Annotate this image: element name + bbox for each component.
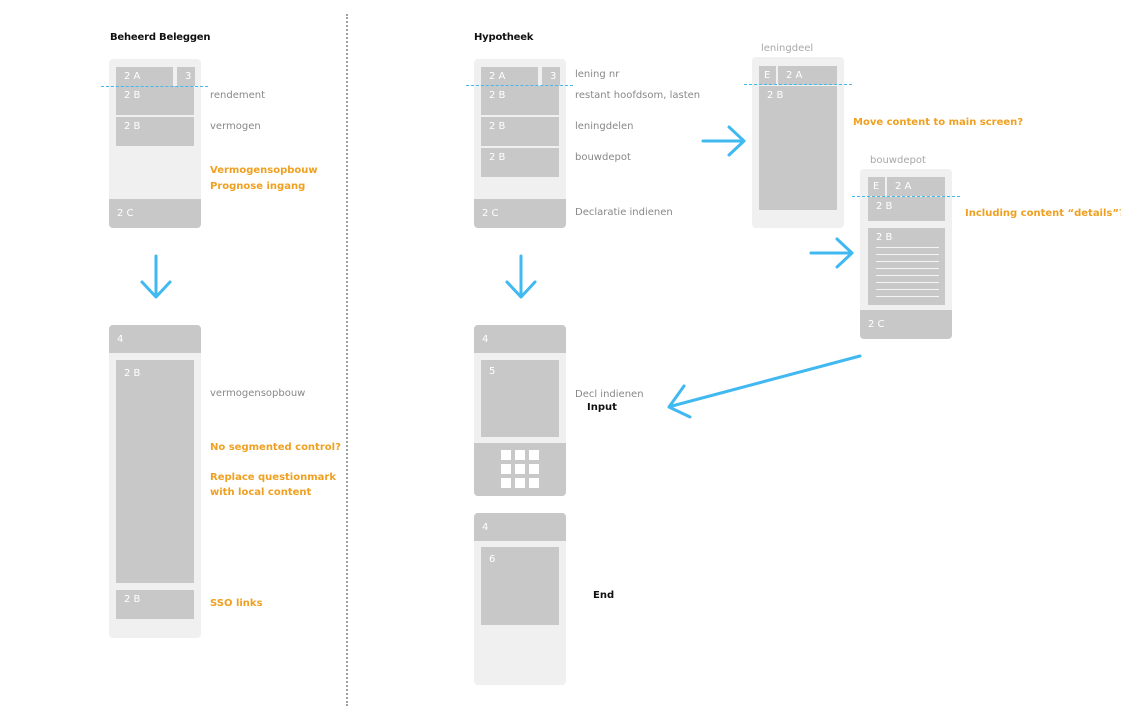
label-bouwdepot: bouwdepot [575,152,631,163]
leningdeel-title: leningdeel [761,43,814,54]
text-line [876,282,939,283]
bouwdepot-title: bouwdepot [870,155,926,166]
text-line [876,296,939,297]
keypad-key [501,478,511,488]
label-input: Input [587,402,617,413]
block-2b-content: 2 B [116,360,194,583]
keypad-key [529,464,539,474]
block-2c: 2 C [474,199,566,228]
keypad-key [529,478,539,488]
block-2a: 2 A [887,177,945,196]
leningdeel-screen: E 2 A 2 B [752,57,844,228]
scroll-fold-line [744,84,852,85]
label-leningdelen: leningdelen [575,121,634,132]
block-2b: 2 B [759,86,837,210]
block-2b-rendement: 2 B [116,86,194,115]
block-2b-details: 2 B [868,228,945,305]
keypad-key [515,478,525,488]
note-vermogensopbouw: Vermogensopbouw [210,165,318,176]
block-2b-sso: 2 B [116,590,194,619]
block-2c: 2 C [860,310,952,339]
keypad-key [529,450,539,460]
hyp-screen-decl-indienen: 4 5 [474,325,566,496]
keypad-key [515,450,525,460]
bb-screen-overview: 2 A 3 2 B 2 B 2 C [109,59,201,228]
scroll-fold-line [466,85,573,86]
block-e: E [759,66,776,85]
block-e: E [868,177,885,196]
arrow-back-icon [667,354,862,419]
block-4: 4 [474,325,566,353]
bouwdepot-screen: E 2 A 2 B 2 B 2 C [860,169,952,339]
scroll-fold-line [101,86,208,87]
arrow-down-icon [140,254,172,299]
block-3: 3 [542,67,560,86]
block-2b-vermogen: 2 B [116,117,194,146]
label-end: End [593,590,615,601]
label-vermogensopbouw: vermogensopbouw [210,388,306,399]
block-2c: 2 C [109,199,201,228]
section-title-beheerd-beleggen: Beheerd Beleggen [110,32,211,43]
text-line [876,289,939,290]
note-move-content: Move content to main screen? [853,117,1024,128]
block-4: 4 [109,325,201,353]
block-4: 4 [474,513,566,541]
block-6: 6 [481,547,559,625]
block-2b-label: 2 B [876,232,893,243]
block-2b: 2 B [868,197,945,221]
arrow-down-icon [505,254,537,299]
block-2a: 2 A [481,67,538,86]
scroll-fold-line [852,196,960,197]
text-line [876,261,939,262]
text-line [876,254,939,255]
text-line [876,268,939,269]
label-lening-nr: lening nr [575,69,620,80]
keypad-key [501,450,511,460]
hyp-screen-end: 4 6 [474,513,566,685]
note-no-segmented-control: No segmented control? [210,442,341,453]
note-replace-questionmark: Replace questionmark [210,472,336,483]
label-decl-indienen: Decl indienen [575,389,644,400]
block-2b-leningdelen: 2 B [481,117,559,146]
label-rendement: rendement [210,90,266,101]
bb-screen-vermogensopbouw: 4 2 B 2 B [109,325,201,638]
note-prognose-ingang: Prognose ingang [210,181,306,192]
note-sso-links: SSO links [210,598,263,609]
label-restant-hoofdsom: restant hoofdsom, lasten [575,90,701,101]
block-2b-bouwdepot: 2 B [481,148,559,177]
text-line [876,247,939,248]
block-2a: 2 A [116,67,173,86]
arrow-right-icon [809,237,854,269]
label-vermogen: vermogen [210,121,261,132]
keypad-key [501,464,511,474]
keypad [474,443,566,496]
label-declaratie-indienen: Declaratie indienen [575,207,673,218]
note-with-local-content: with local content [210,487,312,498]
note-including-details: Including content “details”? [965,208,1121,219]
block-2b-restant: 2 B [481,86,559,115]
section-divider [346,14,348,706]
section-title-hypotheek: Hypotheek [474,32,534,43]
text-line [876,275,939,276]
keypad-key [515,464,525,474]
arrow-right-icon [701,125,746,157]
block-2a: 2 A [778,66,837,85]
block-5: 5 [481,360,559,437]
hyp-screen-overview: 2 A 3 2 B 2 B 2 B 2 C [474,59,566,228]
block-3: 3 [177,67,195,86]
